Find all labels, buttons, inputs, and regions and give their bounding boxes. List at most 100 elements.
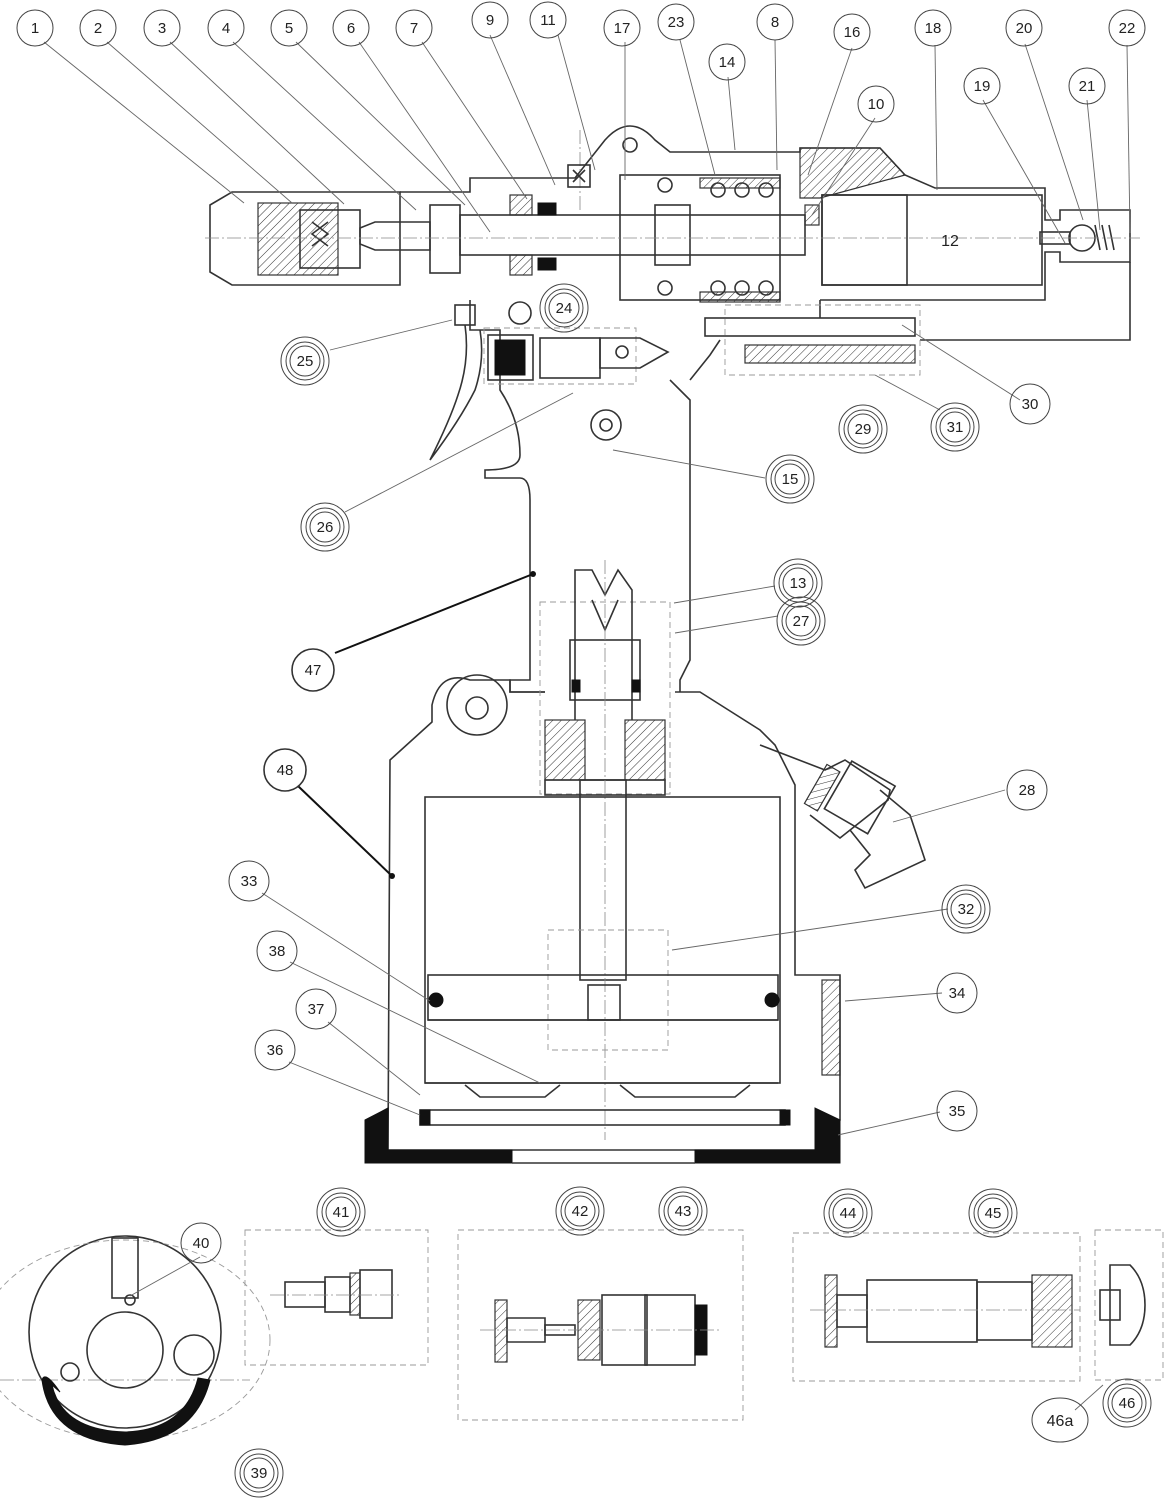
- svg-text:9: 9: [486, 12, 494, 29]
- side-plate: [821, 979, 841, 1076]
- callout-7: 7: [395, 9, 433, 47]
- callout-46: 46: [1102, 1378, 1152, 1428]
- svg-text:41: 41: [333, 1204, 350, 1221]
- callout-26: 26: [300, 502, 350, 552]
- spring-housing: [619, 174, 781, 301]
- svg-text:36: 36: [267, 1042, 284, 1059]
- tool-head: [205, 125, 1140, 364]
- svg-text:46a: 46a: [1047, 1413, 1074, 1430]
- svg-text:3: 3: [158, 20, 166, 37]
- callout-48: 48: [263, 748, 307, 792]
- svg-text:34: 34: [949, 985, 966, 1002]
- svg-text:27: 27: [793, 613, 810, 630]
- callout-16: 16: [833, 13, 871, 51]
- svg-text:17: 17: [614, 20, 631, 37]
- callout-15: 15: [765, 454, 815, 504]
- svg-text:38: 38: [269, 943, 286, 960]
- callout-37: 37: [295, 988, 337, 1030]
- nose-jaw-housing: [257, 202, 339, 276]
- svg-text:7: 7: [410, 20, 418, 37]
- svg-text:42: 42: [572, 1203, 589, 1220]
- callout-6: 6: [332, 9, 370, 47]
- piston-rod: [579, 779, 627, 981]
- callout-10: 10: [857, 85, 895, 123]
- housing-top: [400, 125, 1131, 301]
- detail-46: [1094, 1229, 1164, 1381]
- callout-45: 45: [968, 1188, 1018, 1238]
- svg-text:18: 18: [925, 20, 942, 37]
- callout-44: 44: [823, 1188, 873, 1238]
- callout-29: 29: [838, 404, 888, 454]
- callout-32: 32: [941, 884, 991, 934]
- callout-2: 2: [79, 9, 117, 47]
- screw-15: [590, 409, 622, 441]
- air-inlet-fitting: [759, 744, 926, 890]
- callout-23: 23: [657, 3, 695, 41]
- callout-38: 38: [256, 930, 298, 972]
- callout-43: 43: [658, 1186, 708, 1236]
- callout-14: 14: [708, 43, 746, 81]
- callout-22: 22: [1108, 9, 1146, 47]
- callout-11: 11: [529, 1, 567, 39]
- draw-bar: [459, 214, 806, 256]
- seal-39: [41, 1376, 211, 1446]
- leader-lines: [43, 34, 1131, 1411]
- callout-4: 4: [207, 9, 245, 47]
- svg-text:21: 21: [1079, 78, 1096, 95]
- svg-text:12: 12: [941, 233, 959, 250]
- callouts: 1 2 3 4 5 6 7 9 11 17 23 14 8 16 10 18 1…: [16, 1, 1152, 1498]
- handle-body: [429, 300, 921, 693]
- callout-17: 17: [603, 9, 641, 47]
- callout-5: 5: [270, 9, 308, 47]
- svg-text:16: 16: [844, 24, 861, 41]
- callout-31: 31: [930, 402, 980, 452]
- svg-text:4: 4: [222, 20, 230, 37]
- callout-21: 21: [1068, 67, 1106, 105]
- detail-41: [244, 1229, 429, 1366]
- svg-text:10: 10: [868, 96, 885, 113]
- callout-41: 41: [316, 1187, 366, 1237]
- svg-text:31: 31: [947, 419, 964, 436]
- svg-text:22: 22: [1119, 20, 1136, 37]
- air-cylinder: [364, 560, 926, 1164]
- callout-27: 27: [776, 596, 826, 646]
- trigger: [429, 324, 483, 461]
- svg-text:2: 2: [94, 20, 102, 37]
- callout-36: 36: [254, 1029, 296, 1071]
- callout-47: 47: [291, 648, 335, 692]
- svg-text:45: 45: [985, 1205, 1002, 1222]
- detail-44-45: [792, 1232, 1081, 1382]
- svg-text:25: 25: [297, 353, 314, 370]
- svg-text:26: 26: [317, 519, 334, 536]
- svg-text:33: 33: [241, 873, 258, 890]
- callout-24: 24: [539, 283, 589, 333]
- handle-outline: [469, 300, 545, 693]
- callout-13: 13: [773, 558, 823, 608]
- throttle-valve-box: [483, 327, 637, 385]
- piston-rod-top: [574, 568, 633, 720]
- callout-39: 39: [234, 1448, 284, 1498]
- svg-text:39: 39: [251, 1465, 268, 1482]
- return-spring: [657, 177, 774, 296]
- base-cap: [364, 1107, 513, 1164]
- svg-text:20: 20: [1016, 20, 1033, 37]
- callout-20: 20: [1005, 9, 1043, 47]
- callout-19: 19: [963, 67, 1001, 105]
- callout-35: 35: [936, 1090, 978, 1132]
- svg-text:35: 35: [949, 1103, 966, 1120]
- svg-text:37: 37: [308, 1001, 325, 1018]
- callout-1: 1: [16, 9, 54, 47]
- callout-3: 3: [143, 9, 181, 47]
- svg-text:28: 28: [1019, 782, 1036, 799]
- svg-text:6: 6: [347, 20, 355, 37]
- piston: [427, 974, 779, 1021]
- svg-text:46: 46: [1119, 1395, 1136, 1412]
- callout-46a: 46a: [1031, 1397, 1089, 1443]
- svg-text:13: 13: [790, 575, 807, 592]
- cylinder-outline: [387, 677, 841, 1151]
- nose-piece: [209, 191, 401, 286]
- svg-text:40: 40: [193, 1235, 210, 1252]
- gland-upper: [509, 194, 533, 216]
- callout-42: 42: [555, 1186, 605, 1236]
- svg-text:44: 44: [840, 1205, 857, 1222]
